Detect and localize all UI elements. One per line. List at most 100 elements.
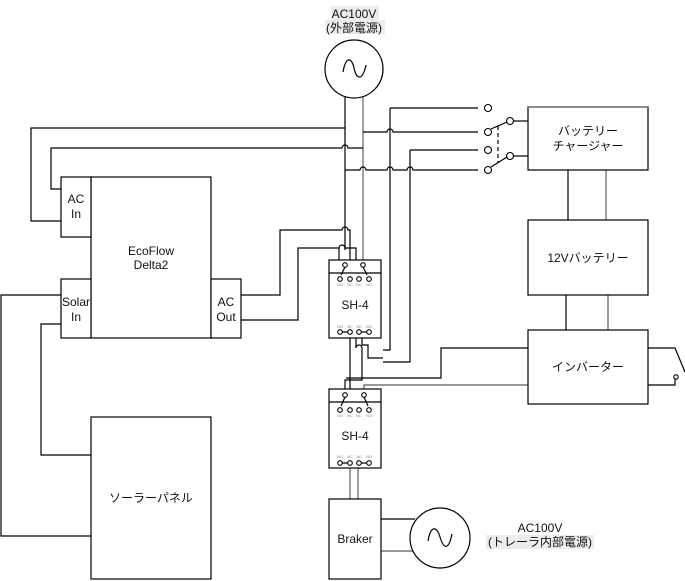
terminal-label: NO [337,454,343,459]
relay-top-terminals: NO NC NC NO [337,407,372,418]
external-ac-source: AC100V (外部電源) [324,6,385,99]
charger-label-1: バッテリー [558,124,618,138]
terminal [347,407,353,413]
wire-acout-2 [241,244,357,321]
terminal [347,329,353,335]
switch-terminal [483,103,493,113]
breaker-label: Braker [337,532,372,546]
ac-out-label-2: Out [216,310,236,324]
label-highlight [331,6,379,20]
wire-relay-link-3 [361,337,383,359]
switch-blade [490,121,508,130]
terminal [337,276,343,282]
wire-to-switch-upper [363,128,478,133]
relay-common [360,262,366,268]
relay-common [342,262,348,268]
terminal [347,460,353,466]
terminal [366,460,372,466]
wire-inv-switch-1 [648,347,685,373]
terminal-label: NC [347,282,353,287]
terminal [356,460,362,466]
switch-blade [490,156,508,168]
inverter-switch-terminal [673,374,679,380]
ecoflow-name-1: EcoFlow [128,244,174,258]
relay-sh4-bottom: NO NC NC NO SH-4 NO NC NC NO [328,388,382,469]
wire-inverter-1 [346,347,528,379]
wire-acin-inner [50,144,363,190]
switch-terminal [483,127,493,137]
battery-charger: バッテリー チャージャー [527,106,649,171]
wire-right-v1 [383,108,391,351]
terminal-label: NO [366,413,372,418]
battery-12v: 12Vバッテリー [527,219,649,296]
terminal-label: NO [337,413,343,418]
terminal-label: NO [337,324,343,329]
ecoflow-name-2: Delta2 [134,258,169,272]
breaker: Braker [328,498,382,580]
relay-contact [340,266,368,276]
relay-sh4-top: NO NC NC NO SH-4 NO NC NC NO [328,259,382,339]
terminal-label: NC [356,454,362,459]
relay-common [361,392,367,398]
ecoflow-delta2: EcoFlow Delta2 AC In Solar In AC Out [60,176,242,339]
switch-terminal [483,145,493,155]
terminal-label: NC [347,413,353,418]
ac-out-label-1: AC [218,295,235,309]
relay-contact [340,396,369,407]
switch-terminal [505,151,515,161]
relay-label: SH-4 [341,298,369,312]
terminal-label: NO [337,282,343,287]
terminal [356,407,362,413]
wire-acin-outer [30,127,345,222]
inverter: インバーター [527,329,649,405]
relay-top-terminals: NO NC NC NO [337,276,372,287]
terminal-label: NC [356,413,362,418]
external-source-label-1: AC100V [332,7,377,21]
terminal [366,329,372,335]
solar-in-label-2: In [71,310,81,324]
battery-box [527,219,649,296]
terminal [347,276,353,282]
solar-panel-label: ソーラーパネル [109,491,193,505]
sine-wave-icon [342,59,367,78]
wire-right-v2 [383,150,411,363]
solar-in-port [60,278,92,339]
terminal [337,329,343,335]
terminal [337,460,343,466]
wires [0,97,685,552]
wire-solar-outer [0,294,91,537]
ac-out-port [210,278,242,339]
battery-label: 12Vバッテリー [547,251,628,265]
inverter-label: インバーター [552,360,624,374]
terminal [356,329,362,335]
relay-common [342,392,348,398]
ac-in-label-1: AC [68,192,85,206]
solar-panel: ソーラーパネル [90,416,212,580]
external-source-label-2: (外部電源) [326,20,382,35]
charger-label-2: チャージャー [552,139,623,153]
terminal [356,276,362,282]
label-highlight [325,20,385,34]
relay-label: SH-4 [341,429,369,443]
solar-in-label-1: Solar [62,295,90,309]
ecoflow-body [90,176,212,339]
sine-wave-icon [427,528,453,547]
terminal [366,276,372,282]
switch-terminal [483,165,493,175]
trailer-ac-source: AC100V (トレーラ内部電源) [409,507,594,569]
terminal-label: NC [347,454,353,459]
relay-bottom-terminals: NO NC NC NO [337,454,372,466]
terminal-label: NC [356,282,362,287]
trailer-source-label-2: (トレーラ内部電源) [488,534,592,549]
trailer-source-label-1: AC100V [518,521,563,535]
charger-box [527,106,649,171]
terminal-label: NC [347,324,353,329]
label-highlight [486,535,594,549]
charger-switch [483,103,679,380]
solar-panel-box [90,416,212,580]
terminal-label: NC [356,324,362,329]
switch-terminal [505,116,515,126]
wire-to-switch-lower [345,166,478,171]
wire-inverter-2 [363,384,528,390]
